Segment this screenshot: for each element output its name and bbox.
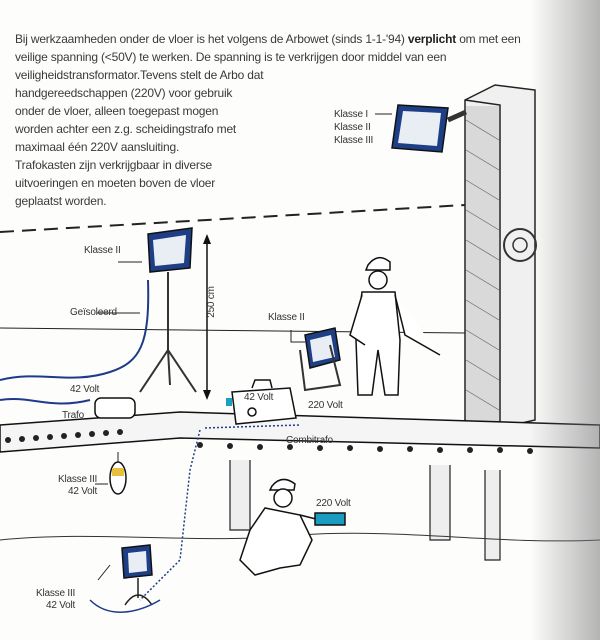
intro-text: Bij werkzaamheden onder de vloer is het … <box>15 32 408 46</box>
tripod-lamp-label: Klasse II <box>84 245 121 256</box>
height-label: 250 cm <box>205 286 217 318</box>
insulated-label: Geïsoleerd <box>70 307 117 318</box>
intro-line: maximaal één 220V aansluiting. <box>15 140 180 154</box>
combitrafo-icon <box>226 379 297 425</box>
class-label: Klasse I <box>334 109 368 120</box>
dotted-cable <box>139 424 301 601</box>
hanging-lamp-label: Klasse III 42 Volt <box>58 474 97 498</box>
wall-lamp-icon <box>391 104 468 153</box>
class-label: Klasse III <box>58 474 98 485</box>
trafo-label: Trafo <box>62 410 84 421</box>
combitrafo-label: Combitrafo <box>286 435 333 446</box>
intro-line: Bij werkzaamheden onder de vloer is het … <box>15 30 521 48</box>
box-voltage-label: 42 Volt <box>244 392 274 403</box>
trafo-icon <box>94 397 136 419</box>
ground-lamp-icon <box>89 544 161 613</box>
intro-line: geplaatst worden. <box>15 194 107 208</box>
cable <box>0 279 150 405</box>
label-arrows <box>95 113 392 581</box>
intro-line: uitvoeringen en moeten boven de vloer <box>15 176 216 190</box>
wall <box>464 84 537 429</box>
tripod-lamp-icon <box>139 227 197 393</box>
outlet-voltage-label: 220 Volt <box>308 400 343 411</box>
intro-line: handgereedschappen (220V) voor gebruik <box>15 86 233 100</box>
class-label: Klasse II <box>334 122 371 133</box>
intro-emphasis: verplicht <box>407 32 457 46</box>
intro-line: Trafokasten zijn verkrijgbaar in diverse <box>15 158 212 172</box>
height-arrow <box>203 234 211 400</box>
intro-paragraph: Bij werkzaamheden onder de vloer is het … <box>15 30 521 210</box>
intro-line: worden achter een z.g. scheidingstrafo m… <box>15 122 237 136</box>
floor-lamp-icon <box>299 327 342 392</box>
wall-lamp-class-labels: Klasse I Klasse II Klasse III <box>334 108 373 147</box>
drill-voltage-label: 220 Volt <box>316 498 351 509</box>
intro-line: onder de vloer, alleen toegepast mogen <box>15 104 219 118</box>
voltage-label: 42 Volt <box>67 486 98 497</box>
intro-line: veilige spanning (<50V) te werken. De sp… <box>15 50 447 64</box>
trafo-voltage-label: 42 Volt <box>70 384 100 395</box>
page-fold-shadow <box>530 0 600 640</box>
kneeling-worker-illustration <box>239 478 346 576</box>
intro-line: veiligheidstransformator.Tevens stelt de… <box>15 68 264 82</box>
ground-lamp-label: Klasse III 42 Volt <box>36 588 75 612</box>
hanging-lamp-icon <box>109 452 127 495</box>
class-label: Klasse III <box>36 588 76 599</box>
intro-text: om met een <box>456 32 521 46</box>
class-label: Klasse III <box>334 135 374 146</box>
standing-worker-illustration <box>349 256 441 396</box>
dashed-floor-line <box>0 204 466 233</box>
voltage-label: 42 Volt <box>45 600 76 611</box>
floor-lamp-label: Klasse II <box>268 312 305 323</box>
floor-slab <box>0 411 600 561</box>
